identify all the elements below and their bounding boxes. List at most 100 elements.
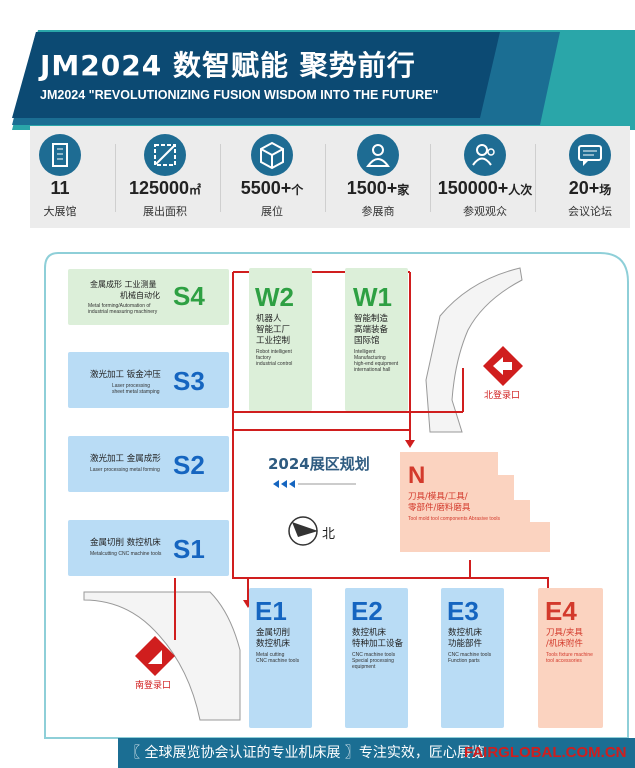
stat-value: 125000 xyxy=(128,178,190,198)
hall-w2-cn-1: 机器人 xyxy=(256,314,282,324)
north-label: 北 xyxy=(322,527,336,542)
stat-value: 150000+ xyxy=(437,178,509,198)
banner-subtitle: JM2024 "REVOLUTIONIZING FUSION WISDOM IN… xyxy=(40,88,439,102)
stat-unit: ㎡ xyxy=(189,183,202,197)
hall-e1-en-2: CNC machine tools xyxy=(256,658,300,664)
chat-icon xyxy=(569,134,611,176)
hall-w1[interactable]: W1 智能制造 高端装备 国际馆 Intelligent Manufacturi… xyxy=(345,268,408,411)
hall-e2-cn-1: 数控机床 xyxy=(352,628,387,638)
area-icon xyxy=(144,134,186,176)
divider xyxy=(535,144,536,212)
hall-n-cn-1: 刀具/模具/工具/ xyxy=(408,492,468,502)
hall-s4[interactable]: 金属成形 工业测量 机械自动化 Metal forming/Automation… xyxy=(68,269,229,325)
hall-n-code: N xyxy=(408,462,426,489)
hall-s2[interactable]: 激光加工 金属成形 Laser processing metal forming… xyxy=(68,436,229,492)
hall-e2-cn-2: 特种加工设备 xyxy=(352,639,404,649)
hall-w1-code: W1 xyxy=(353,282,392,312)
stat-value: 11 xyxy=(50,178,70,198)
hall-s4-cn-1: 金属成形 工业测量 xyxy=(90,280,157,289)
cube-icon xyxy=(251,134,293,176)
hall-s1-code: S1 xyxy=(173,534,205,564)
stat-unit: 场 xyxy=(599,183,612,197)
hall-w1-en-2: Manufacturing xyxy=(354,355,386,361)
stat-unit: 个 xyxy=(291,183,304,197)
hall-e1-code: E1 xyxy=(255,596,287,626)
hall-w1-en-1: Intelligent xyxy=(354,349,376,355)
hall-e2-code: E2 xyxy=(351,596,383,626)
hall-n-cn-2: 零部件/磨料磨具 xyxy=(408,503,471,513)
hall-e2[interactable]: E2 数控机床 特种加工设备 CNC machine tools Special… xyxy=(345,588,408,728)
stat-label: 展出面积 xyxy=(143,205,187,218)
hall-w2-en-3: industrial control xyxy=(256,361,293,367)
north-entry-marker xyxy=(483,346,523,386)
stat-label: 大展馆 xyxy=(43,205,77,218)
divider xyxy=(220,144,221,212)
hall-s3-code: S3 xyxy=(173,366,205,396)
south-entry-marker xyxy=(135,636,175,676)
hall-s4-en-2: industrial measuring machinery xyxy=(88,309,158,315)
hall-w2-cn-3: 工业控制 xyxy=(256,336,291,346)
hall-w1-cn-3: 国际馆 xyxy=(354,336,380,346)
stat-label: 参观观众 xyxy=(463,205,507,218)
hall-s1-cn: 金属切削 数控机床 xyxy=(90,538,161,548)
hall-w2-code: W2 xyxy=(255,282,294,312)
hall-w2-en-1: Robot intelligent xyxy=(256,349,292,355)
hall-e3-en-1: CNC machine tools xyxy=(448,652,492,658)
stat-unit: 家 xyxy=(397,183,410,197)
divider xyxy=(115,144,116,212)
stat-label: 展位 xyxy=(261,205,283,218)
footer-site[interactable]: FAIRGLOBAL.COM.CN xyxy=(464,744,627,761)
hall-e1[interactable]: E1 金属切削 数控机床 Metal cutting CNC machine t… xyxy=(249,588,312,728)
hall-e2-en-2: Special processing xyxy=(352,658,394,664)
hall-e3[interactable]: E3 数控机床 功能部件 CNC machine tools Function … xyxy=(441,588,504,728)
hall-e4-en-1: Tools fixture machine xyxy=(546,652,593,658)
hall-e1-en-1: Metal cutting xyxy=(256,652,285,658)
hall-s4-en-1: Metal forming/Automation of xyxy=(88,303,151,309)
hall-w1-cn-2: 高端装备 xyxy=(354,325,389,335)
hall-n-shape xyxy=(400,452,550,552)
hall-e2-en-1: CNC machine tools xyxy=(352,652,396,658)
hall-w2-cn-2: 智能工厂 xyxy=(256,325,291,335)
hall-e4-cn-2: /机床附件 xyxy=(546,639,583,649)
hall-w1-en-4: international hall xyxy=(354,367,391,373)
divider xyxy=(325,144,326,212)
hall-n-en: Tool mold tool components Abrasive tools xyxy=(408,516,500,522)
banner-title: JM2024 数智赋能 聚势前行 xyxy=(40,49,416,82)
stat-value: 20+ xyxy=(568,178,600,198)
hall-s3[interactable]: 激光加工 钣金冲压 Laser processing sheet metal s… xyxy=(68,352,229,408)
hall-s1[interactable]: 金属切削 数控机床 Metalcutting CNC machine tools… xyxy=(68,520,229,576)
hall-e4-en-2: tool accessories xyxy=(546,658,582,664)
person-icon xyxy=(357,134,399,176)
hall-e3-cn-2: 功能部件 xyxy=(448,639,483,649)
hall-s3-en-1: Laser processing xyxy=(112,383,151,389)
hall-s2-en: Laser processing metal forming xyxy=(90,467,160,473)
footer-slogan: 〖 全球展览协会认证的专业机床展 〗专注实效，匠心展览 xyxy=(126,745,485,761)
hall-w2[interactable]: W2 机器人 智能工厂 工业控制 Robot intelligent facto… xyxy=(249,268,312,411)
hall-e3-en-2: Function parts xyxy=(448,658,480,664)
stat-value: 5500+ xyxy=(240,178,292,198)
hall-s2-code: S2 xyxy=(173,450,205,480)
banner-background xyxy=(12,30,635,130)
hall-s4-cn-2: 机械自动化 xyxy=(120,291,160,300)
south-entry-label: 南登录口 xyxy=(135,681,172,691)
hall-w1-en-3: high-end equipment xyxy=(354,361,399,367)
hall-e2-en-3: equipment xyxy=(352,664,376,670)
hall-s2-cn: 激光加工 金属成形 xyxy=(90,454,161,464)
header-banner: JM2024 数智赋能 聚势前行 JM2024 "REVOLUTIONIZING… xyxy=(0,0,635,130)
stats-bar: 11 大展馆 125000㎡ 展出面积 5500+个 展位 1500+家 参展商… xyxy=(30,126,630,228)
hall-s3-cn: 激光加工 钣金冲压 xyxy=(90,370,161,380)
north-entry-label: 北登录口 xyxy=(484,391,521,401)
stat-value: 1500+ xyxy=(346,178,398,198)
hall-e1-cn-1: 金属切削 xyxy=(256,628,291,638)
stat-unit: 人次 xyxy=(508,183,533,197)
hall-n[interactable]: N 刀具/模具/工具/ 零部件/磨料磨具 Tool mold tool comp… xyxy=(400,452,550,552)
visitor-icon xyxy=(464,134,506,176)
hall-e1-cn-2: 数控机床 xyxy=(256,639,291,649)
hall-e4[interactable]: E4 刀具/夹具 /机床附件 Tools fixture machine too… xyxy=(538,588,603,728)
hall-w2-en-2: factory xyxy=(256,355,272,361)
stat-label: 会议论坛 xyxy=(568,205,612,218)
compass-icon xyxy=(288,516,318,546)
plan-title: 2024展区规划 xyxy=(268,455,370,473)
hall-s4-code: S4 xyxy=(173,281,205,311)
